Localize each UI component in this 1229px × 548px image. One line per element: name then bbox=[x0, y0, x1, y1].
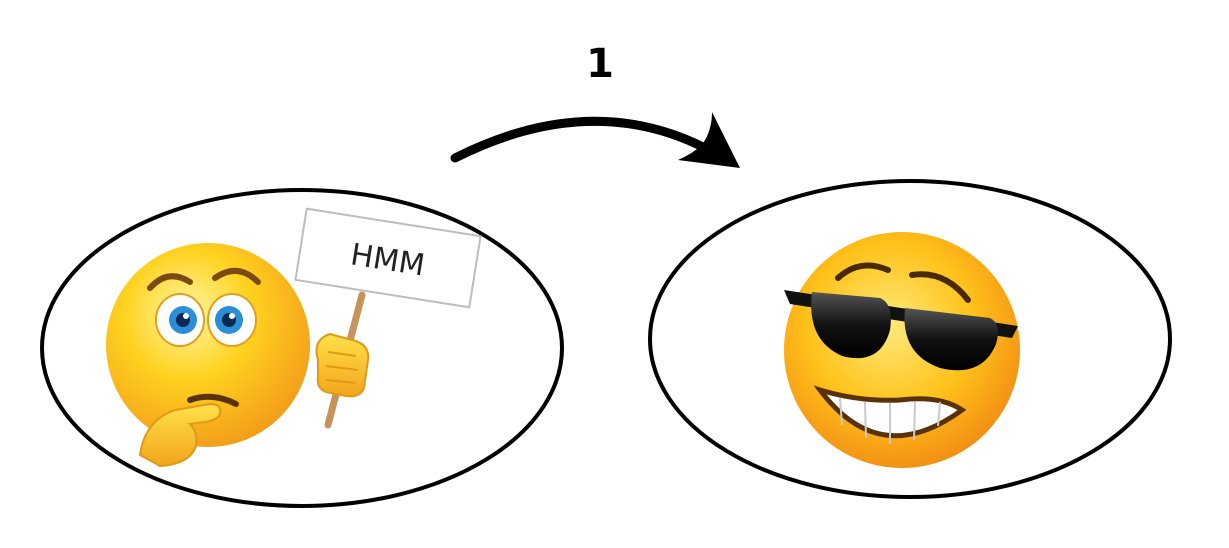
left-node: HMM bbox=[40, 188, 564, 508]
holding-hand-icon bbox=[315, 332, 370, 398]
transition-arrow bbox=[450, 112, 740, 168]
right-node bbox=[648, 179, 1172, 499]
right-ellipse bbox=[648, 179, 1172, 499]
sign-board: HMM bbox=[294, 207, 482, 309]
arrow-shaft bbox=[450, 116, 710, 163]
step-label: 1 bbox=[586, 41, 614, 87]
sunglasses-face-icon bbox=[784, 232, 1020, 468]
arrow-head bbox=[678, 112, 740, 168]
thinking-face-icon bbox=[106, 243, 310, 468]
left-ellipse bbox=[40, 188, 564, 508]
